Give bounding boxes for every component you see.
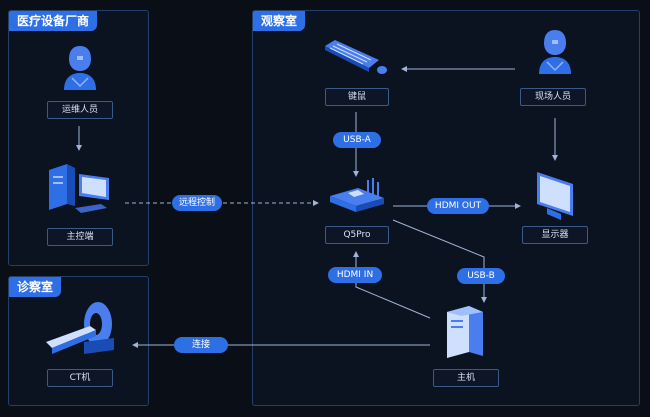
edge-label-hdmi-out: HDMI OUT <box>427 198 489 214</box>
display-label: 显示器 <box>522 226 588 244</box>
ops-person-icon <box>60 42 100 96</box>
console-label: 主控端 <box>47 228 113 246</box>
q5pro-label: Q5Pro <box>325 226 389 244</box>
edge-label-connect: 连接 <box>174 337 228 353</box>
onsite-person-icon <box>535 26 575 80</box>
console-computer-icon <box>45 160 113 220</box>
onsite-label: 现场人员 <box>520 88 586 106</box>
host-label: 主机 <box>433 369 499 387</box>
q5pro-device-icon <box>328 176 386 220</box>
host-tower-icon <box>443 304 487 364</box>
edge-label-hdmi-in: HDMI IN <box>328 267 382 283</box>
panel-title-observation: 观察室 <box>253 11 306 31</box>
edge-usb-b <box>392 219 487 303</box>
ops-label: 运维人员 <box>47 101 113 119</box>
keyboard-label: 键鼠 <box>325 88 389 106</box>
panel-title-manufacturer: 医疗设备厂商 <box>9 11 98 31</box>
edge-label-usb-a: USB-A <box>333 132 381 148</box>
ct-label: CT机 <box>47 369 113 387</box>
edge-label-remote-control: 远程控制 <box>172 195 222 211</box>
edge-hdmi-in <box>353 251 431 319</box>
keyboard-mouse-icon <box>323 38 391 82</box>
display-monitor-icon <box>533 170 577 226</box>
ct-machine-icon <box>44 298 120 364</box>
edge-label-usb-b: USB-B <box>457 268 505 284</box>
panel-title-clinic: 诊察室 <box>9 277 62 297</box>
